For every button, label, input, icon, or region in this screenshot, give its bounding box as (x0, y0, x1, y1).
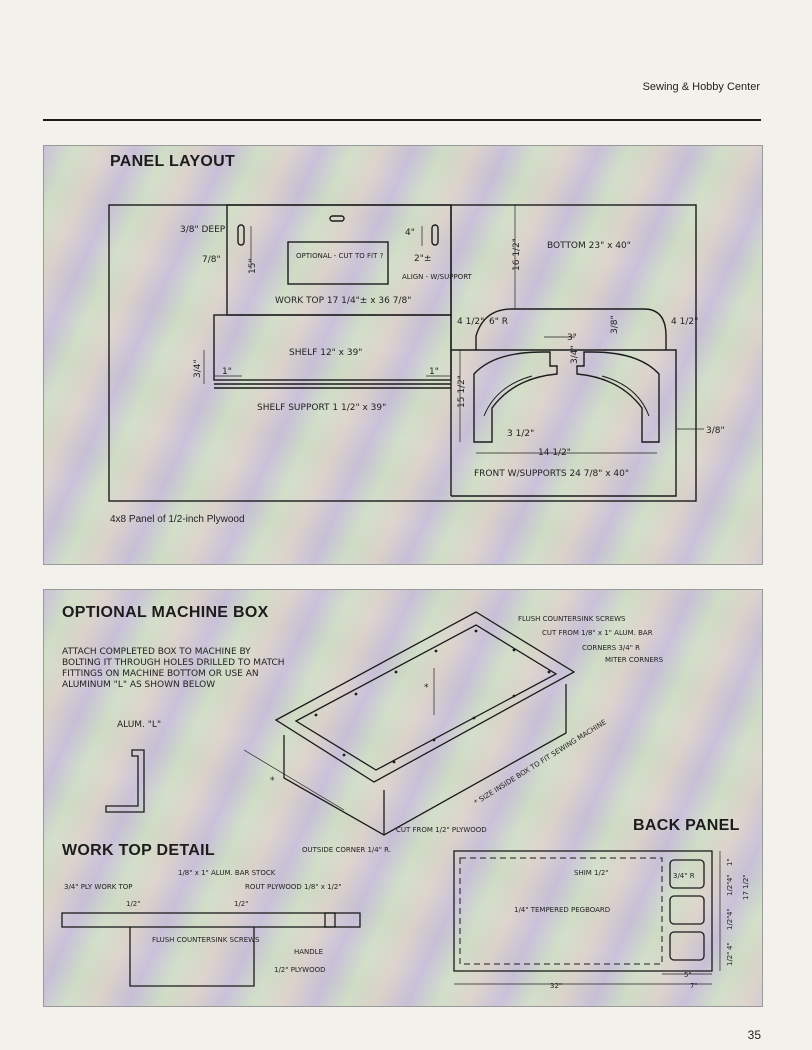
back-panel-title: BACK PANEL (633, 817, 740, 834)
pegboard-outline (459, 857, 663, 965)
label-four-half-right: 4 1/2" (671, 317, 698, 327)
label-three-half: 3 1/2" (507, 429, 534, 439)
box-screw-holes (314, 629, 551, 764)
label-size-inside: * SIZE INSIDE BOX TO FIT SEWING MACHINE (473, 718, 608, 807)
work-top-box (129, 927, 255, 987)
label-align-support: ALIGN - W/SUPPORT (402, 273, 473, 281)
label-half: 1/2" (126, 900, 141, 908)
running-head: Sewing & Hobby Center (642, 81, 760, 93)
label-one-right: 1" (429, 367, 439, 377)
box-sides (283, 684, 567, 836)
machine-box-drawing: * * ALUM. "L" FLUSH COUNTERSINK SCREWS C… (61, 611, 750, 990)
label-optional-cut: OPTIONAL - CUT TO FIT ? (296, 252, 384, 260)
label-four-half-left: 4 1/2" (457, 317, 484, 327)
alum-l-bracket (105, 749, 145, 813)
label-fifteen: 15" (248, 258, 258, 274)
label-cut-from-bar: CUT FROM 1/8" x 1" ALUM. BAR (542, 629, 653, 637)
label-one: 1" (726, 858, 734, 866)
machine-box-title: OPTIONAL MACHINE BOX (62, 604, 269, 621)
left-support-slot (483, 375, 533, 417)
work-top-slab (61, 912, 361, 928)
label-outside-corner: OUTSIDE CORNER 1/4" R. (302, 846, 391, 854)
panel-layout-drawing: 3/8" DEEP 7/8" 15" OPTIONAL - CUT TO FIT… (108, 204, 725, 502)
label-three: 3" (567, 333, 577, 343)
right-recess (431, 224, 439, 246)
label-seven-eighths: 7/8" (202, 255, 221, 265)
label-one-left: 1" (222, 367, 232, 377)
label-two-plus: 2"± (414, 254, 431, 264)
back-panel-hole-3 (669, 931, 705, 961)
right-support-slot (601, 375, 650, 417)
label-bottom: BOTTOM 23" x 40" (547, 241, 631, 251)
box-top-frame (274, 611, 576, 783)
label-thirty-two: 32" (550, 982, 562, 990)
page-number: 35 (747, 1028, 761, 1042)
panel-layout-caption: 4x8 Panel of 1/2-inch Plywood (110, 514, 245, 525)
handle-block (324, 912, 336, 928)
label-ply-work-top: 3/4" PLY WORK TOP (64, 883, 133, 891)
label-handle: HANDLE (294, 948, 323, 956)
label-seven: 7" (690, 982, 698, 990)
label-half-b: 1/2" (234, 900, 249, 908)
label-fifteen-half: 15 1/2" (457, 375, 467, 408)
label-flush-screws: FLUSH COUNTERSINK SCREWS (518, 615, 626, 623)
label-four-a: 4" (726, 874, 734, 882)
optional-cut-box (287, 241, 389, 285)
label-shelf-support: SHELF SUPPORT 1 1/2" x 39" (257, 403, 386, 413)
label-half-b-dim: 1/2" (726, 916, 734, 931)
label-rout: ROUT PLYWOOD 1/8" x 1/2" (245, 883, 342, 891)
label-three-eighths-right: 3/8" (706, 426, 725, 436)
label-alum-l: ALUM. "L" (117, 720, 161, 730)
box-star-left: * (270, 776, 275, 786)
box-star-depth: * (424, 683, 429, 693)
label-three-quarter: 3/4" (193, 359, 203, 378)
label-three-eighths-top: 3/8" (610, 315, 620, 334)
machine-box-instructions: ATTACH COMPLETED BOX TO MACHINE BY BOLTI… (62, 647, 285, 690)
box-length-dim (243, 749, 345, 811)
back-panel-hole-1 (669, 859, 705, 889)
bottom-top-arc (475, 308, 667, 350)
label-pegboard: 1/4" TEMPERED PEGBOARD (514, 906, 610, 914)
left-recess (237, 224, 245, 246)
machine-box-figure: OPTIONAL MACHINE BOX ATTACH COMPLETED BO… (43, 589, 763, 1007)
front-piece-outline (451, 349, 677, 497)
label-six-r: 6" R (489, 317, 508, 327)
label-deep-fraction: 3/8" DEEP (180, 225, 226, 235)
label-half-c: 1/2" (726, 952, 734, 967)
label-half-a: 1/2" (726, 882, 734, 897)
label-sixteen-half: 16 1/2" (512, 238, 522, 271)
label-cut-from-ply: CUT FROM 1/2" PLYWOOD (396, 826, 487, 834)
panel-layout-title: PANEL LAYOUT (110, 153, 236, 170)
box-opening (294, 624, 558, 771)
label-seventeen-half: 17 1/2" (742, 874, 750, 900)
label-front-supports: FRONT W/SUPPORTS 24 7/8" x 40" (474, 469, 629, 479)
label-miter: MITER CORNERS (605, 656, 664, 664)
label-four-c: 4" (726, 942, 734, 950)
label-fourteen-half: 14 1/2" (538, 448, 571, 458)
label-flush: FLUSH COUNTERSINK SCREWS (152, 936, 260, 944)
label-shelf: SHELF 12" x 39" (289, 348, 362, 358)
panel-layout-figure: PANEL LAYOUT (43, 145, 763, 565)
back-panel-outline (453, 850, 713, 972)
label-four: 4" (405, 228, 415, 238)
right-support (576, 351, 660, 443)
work-top-detail-title: WORK TOP DETAIL (62, 842, 215, 859)
back-panel-hole-2 (669, 895, 705, 925)
label-corners: CORNERS 3/4" R (582, 644, 640, 652)
work-top-handle-slot (329, 215, 345, 222)
left-support (473, 351, 558, 443)
label-shim: SHIM 1/2" (574, 869, 609, 877)
label-work-top: WORK TOP 17 1/4"± x 36 7/8" (275, 296, 411, 306)
label-three-quarter-b: 3/4" (570, 345, 580, 364)
header-rule (43, 119, 761, 121)
label-five: 5" (684, 971, 692, 979)
label-four-b: 4" (726, 908, 734, 916)
label-bar-stock: 1/8" x 1" ALUM. BAR STOCK (178, 869, 276, 877)
label-corner-r: 3/4" R (673, 872, 695, 880)
label-half-ply: 1/2" PLYWOOD (274, 966, 326, 974)
